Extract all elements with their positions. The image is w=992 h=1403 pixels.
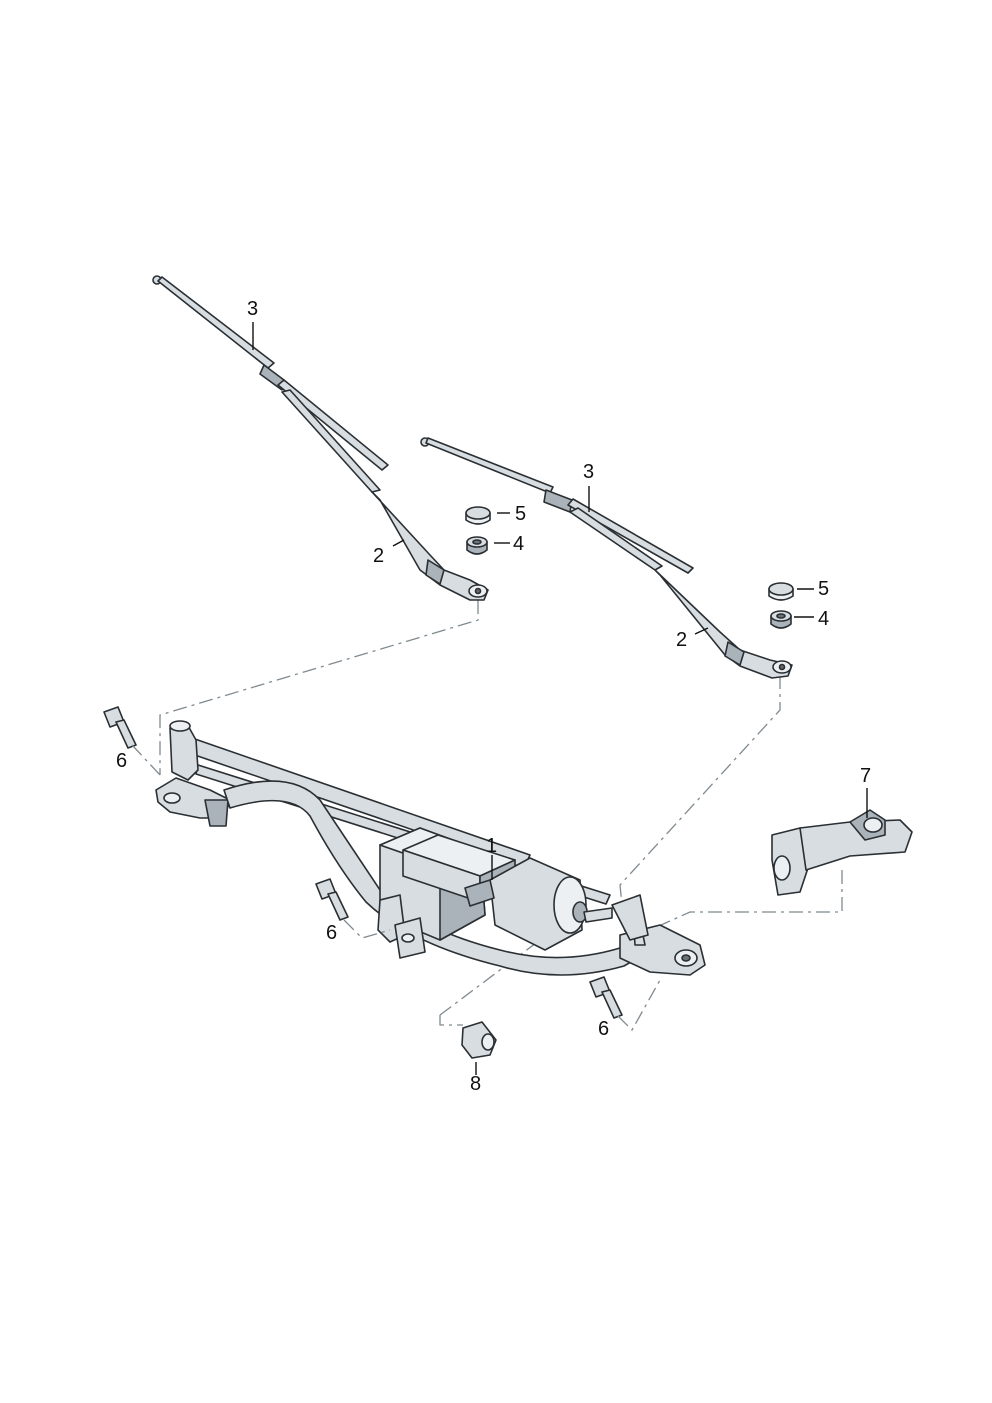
wiper-frame-with-motor xyxy=(155,720,706,976)
callout-2-right: 2 xyxy=(676,629,687,651)
callout-5-left: 5 xyxy=(515,503,526,525)
nut-right xyxy=(770,610,792,629)
callout-6-right: 6 xyxy=(598,1018,609,1040)
wiper-arm-left xyxy=(281,389,489,601)
callout-8: 8 xyxy=(470,1073,481,1095)
callout-4-right: 4 xyxy=(818,608,829,630)
wiper-blade-right xyxy=(420,437,694,574)
bolt-guide-lines xyxy=(131,744,661,1032)
callout-6-middle: 6 xyxy=(326,922,337,944)
callout-6-left: 6 xyxy=(116,750,127,772)
bolt-middle xyxy=(315,878,349,921)
bolt-right xyxy=(589,976,623,1019)
callout-5-right: 5 xyxy=(818,578,829,600)
callout-7: 7 xyxy=(860,765,871,787)
callout-1: 1 xyxy=(486,835,497,857)
nut-left xyxy=(466,536,488,555)
leader-lines xyxy=(252,322,868,1075)
bolt-left xyxy=(103,706,137,749)
wiper-arm-right xyxy=(569,507,793,679)
callout-2-left: 2 xyxy=(373,545,384,567)
callout-labels: 1 2 2 3 3 4 4 5 5 6 6 6 7 8 xyxy=(116,298,871,1095)
wiper-blade-left xyxy=(152,275,389,471)
callout-3-right: 3 xyxy=(583,461,594,483)
cap-right xyxy=(768,582,794,601)
callout-4-left: 4 xyxy=(513,533,524,555)
callout-3-left: 3 xyxy=(247,298,258,320)
rubber-bush xyxy=(461,1021,497,1059)
cap-left xyxy=(465,506,491,525)
